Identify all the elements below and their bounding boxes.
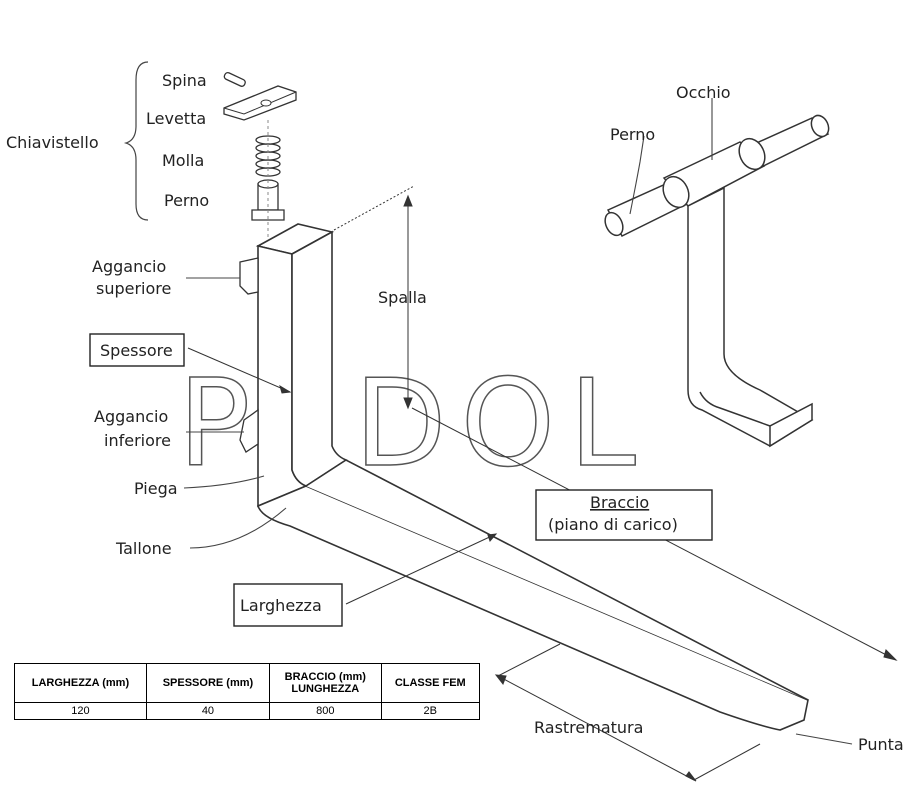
- label-tallone: Tallone: [115, 539, 172, 558]
- label-aggancio-inferiore-2: inferiore: [104, 431, 171, 450]
- spessore-box: [89, 333, 185, 367]
- rastrematura-dimension-line: [497, 675, 695, 781]
- label-punta: Punta: [858, 735, 904, 754]
- cell-spessore: 40: [145, 702, 271, 720]
- braccio-box: [535, 489, 713, 541]
- header-braccio: BRACCIO (mm) LUNGHEZZA: [269, 663, 382, 703]
- label-spalla: Spalla: [378, 288, 427, 307]
- table-header-row: LARGHEZZA (mm) SPESSORE (mm) BRACCIO (mm…: [14, 663, 481, 703]
- chiavistello-bracket: [123, 61, 149, 221]
- label-perno-right: Perno: [610, 125, 655, 144]
- label-aggancio-superiore-2: superiore: [96, 279, 171, 298]
- aggancio-inferiore-part: [239, 408, 259, 453]
- larghezza-box: [233, 583, 343, 627]
- label-spessore: Spessore: [100, 341, 173, 360]
- spina-part: [223, 71, 246, 87]
- right-fork-shank: [687, 186, 814, 448]
- header-larghezza: LARGHEZZA (mm): [14, 663, 147, 703]
- levetta-part: [223, 85, 297, 121]
- occhio-part: [662, 137, 766, 209]
- label-braccio-sub: (piano di carico): [548, 515, 678, 534]
- cell-classe-fem: 2B: [380, 702, 481, 720]
- table-row: 120 40 800 2B: [14, 702, 481, 720]
- label-braccio: Braccio: [590, 493, 649, 512]
- label-aggancio-superiore-1: Aggancio: [92, 257, 166, 276]
- aggancio-superiore-part: [239, 257, 259, 295]
- cell-braccio: 800: [269, 702, 382, 720]
- label-perno-left: Perno: [164, 191, 209, 210]
- main-fork: [255, 223, 809, 731]
- spec-table: LARGHEZZA (mm) SPESSORE (mm) BRACCIO (mm…: [14, 663, 481, 720]
- header-spessore: SPESSORE (mm): [145, 663, 271, 703]
- cell-larghezza: 120: [14, 702, 147, 720]
- label-larghezza: Larghezza: [240, 596, 322, 615]
- label-levetta: Levetta: [146, 109, 206, 128]
- label-rastrematura: Rastrematura: [534, 718, 643, 737]
- label-molla: Molla: [162, 151, 204, 170]
- label-piega: Piega: [134, 479, 178, 498]
- label-occhio: Occhio: [676, 83, 731, 102]
- label-spina: Spina: [162, 71, 207, 90]
- label-aggancio-inferiore-1: Aggancio: [94, 407, 168, 426]
- header-classe-fem: CLASSE FEM: [380, 663, 481, 703]
- label-chiavistello: Chiavistello: [6, 133, 99, 152]
